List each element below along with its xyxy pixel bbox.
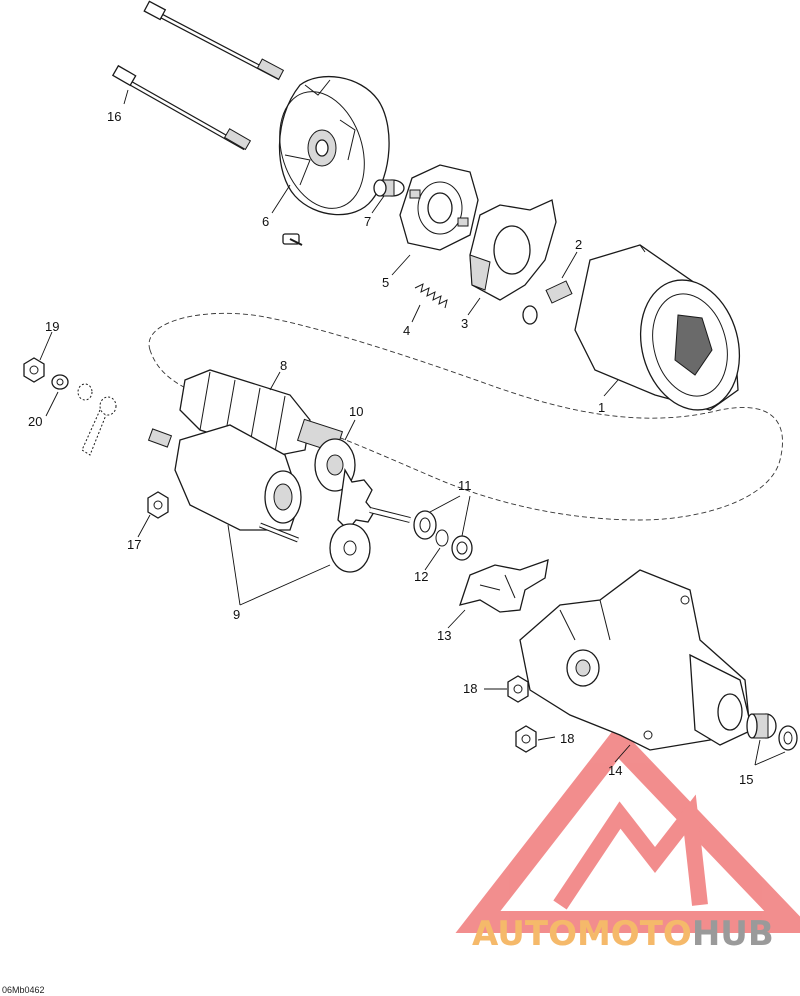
- callout-1: 1: [598, 400, 605, 415]
- brush-plate: [399, 164, 479, 251]
- collar-11b: [451, 535, 473, 561]
- watermark-text: AUTOMOTOHUB: [472, 914, 774, 954]
- assembly-outline: [148, 312, 783, 521]
- callout-18-upper: 18: [463, 681, 477, 696]
- callout-10: 10: [349, 404, 363, 419]
- nut-19: [23, 357, 45, 383]
- callout-2: 2: [575, 237, 582, 252]
- long-bolt-upper: [143, 0, 285, 81]
- bushing: [373, 179, 405, 197]
- callout-17: 17: [127, 537, 141, 552]
- collar-11: [413, 510, 437, 540]
- callout-7: 7: [364, 214, 371, 229]
- spring: [414, 283, 448, 309]
- callout-15: 15: [739, 772, 753, 787]
- callout-6: 6: [262, 214, 269, 229]
- callout-5: 5: [382, 275, 389, 290]
- snap-ring-12: [435, 529, 449, 547]
- callout-3: 3: [461, 316, 468, 331]
- yoke-housing: [574, 244, 741, 411]
- nut-17: [147, 491, 169, 519]
- nut-18b: [515, 725, 537, 753]
- shift-lever: [459, 559, 549, 613]
- callout-19: 19: [45, 319, 59, 334]
- callout-11: 11: [458, 478, 472, 493]
- callout-20: 20: [28, 414, 42, 429]
- watermark-logo: [455, 725, 800, 933]
- solenoid-assembly: [147, 424, 302, 543]
- callout-9: 9: [233, 607, 240, 622]
- watermark-brand-2: HUB: [692, 914, 774, 954]
- leader-lines: [39, 89, 786, 766]
- small-screw: [282, 233, 303, 246]
- pinion-gear: [314, 438, 411, 531]
- washers-terminal: [77, 383, 117, 456]
- seal-15: [778, 725, 798, 751]
- callout-16: 16: [107, 109, 121, 124]
- nut-18a: [507, 675, 529, 703]
- callout-12: 12: [414, 569, 428, 584]
- watermark-brand-1: AUTOMOTO: [472, 914, 692, 954]
- brush-holder: [469, 199, 557, 301]
- bushing-15: [746, 713, 777, 739]
- end-cover: [278, 75, 390, 216]
- callout-13: 13: [437, 628, 451, 643]
- callout-8: 8: [280, 358, 287, 373]
- drive-housing: [519, 569, 753, 751]
- terminal-stud: [522, 280, 573, 325]
- washer-20: [51, 374, 69, 390]
- plunger-cap: [329, 523, 371, 573]
- callout-14: 14: [608, 763, 622, 778]
- long-bolt-lower: [111, 64, 252, 151]
- callout-4: 4: [403, 323, 410, 338]
- figure-code: 06Mb0462: [2, 985, 45, 995]
- callout-18-lower: 18: [560, 731, 574, 746]
